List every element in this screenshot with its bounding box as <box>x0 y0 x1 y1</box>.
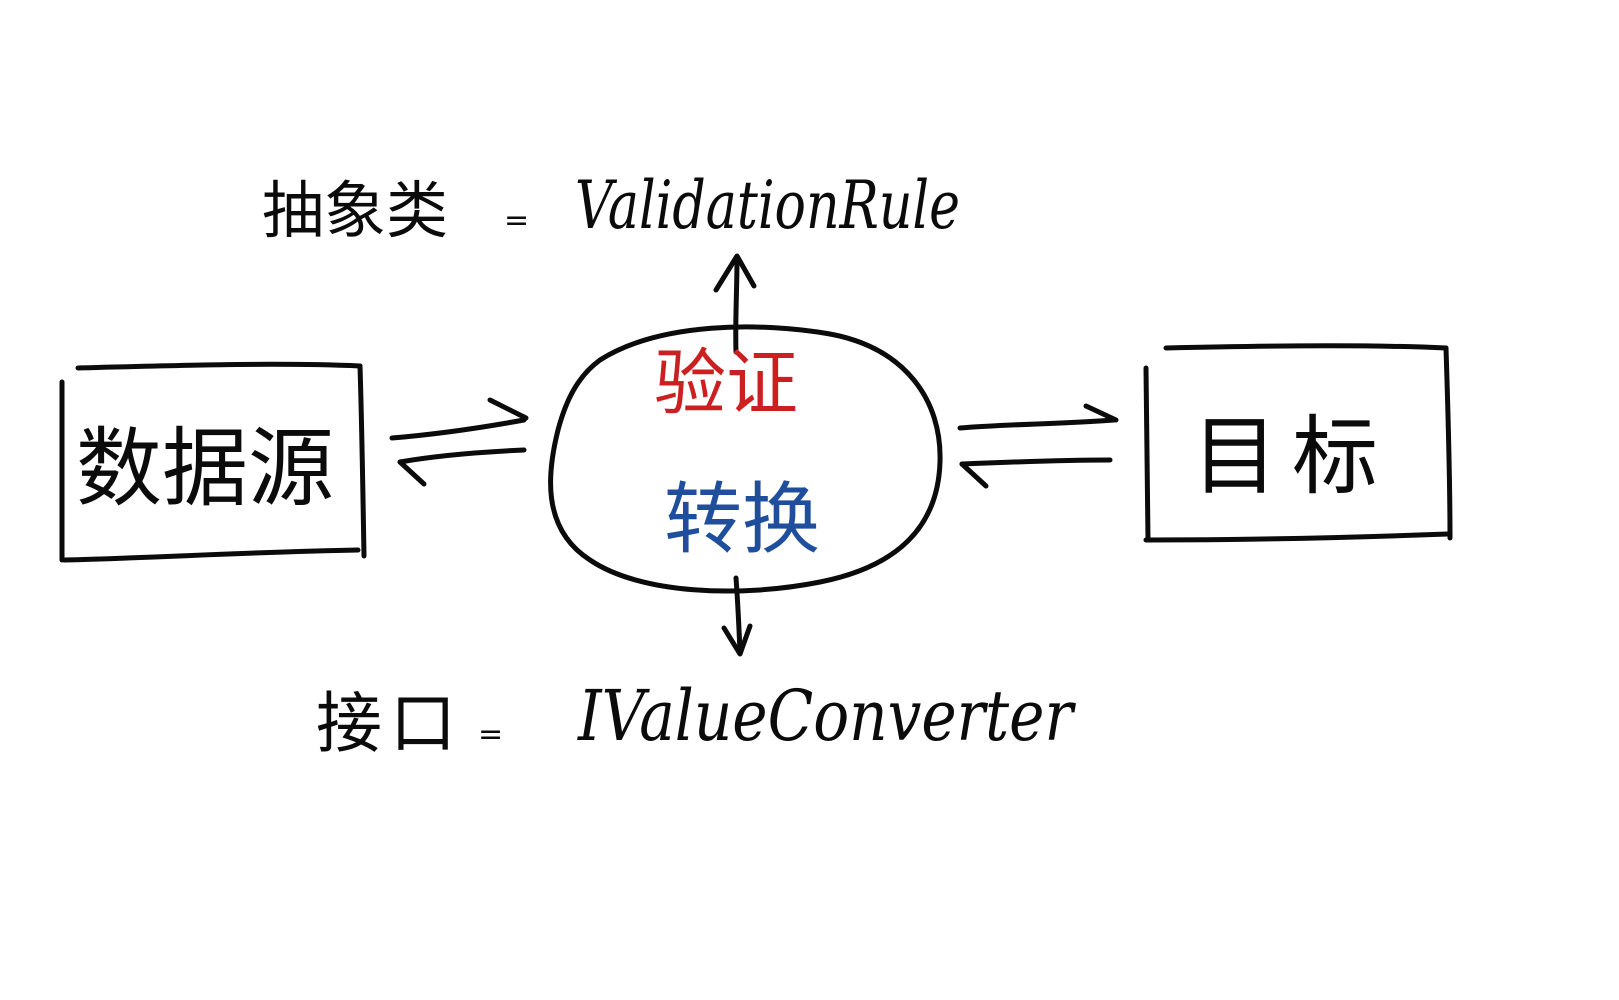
abstract-class-annotation: 抽象类 = ValidationRule <box>262 167 960 247</box>
converter-arrow <box>721 575 753 657</box>
source-center-arrows <box>389 397 529 487</box>
abstract-class-name: ValidationRule <box>575 167 960 244</box>
data-source-label: 数据源 <box>76 419 334 519</box>
target-label: 目标 <box>1192 407 1392 507</box>
validation-arrow <box>713 253 757 355</box>
target-box: 目标 <box>1143 343 1453 543</box>
abstract-class-separator: = <box>504 203 529 238</box>
interface-name: IValueConverter <box>576 675 1076 757</box>
data-source-box: 数据源 <box>59 361 367 563</box>
interface-annotation: 接口 = IValueConverter <box>316 675 1076 762</box>
interface-prefix: 接口 <box>316 685 464 762</box>
center-node: 验证 转换 <box>548 324 943 594</box>
validation-label: 验证 <box>654 341 798 425</box>
conversion-label: 转换 <box>664 475 820 565</box>
interface-separator: = <box>478 717 503 752</box>
center-target-arrows <box>957 403 1119 489</box>
abstract-class-prefix: 抽象类 <box>262 174 448 247</box>
